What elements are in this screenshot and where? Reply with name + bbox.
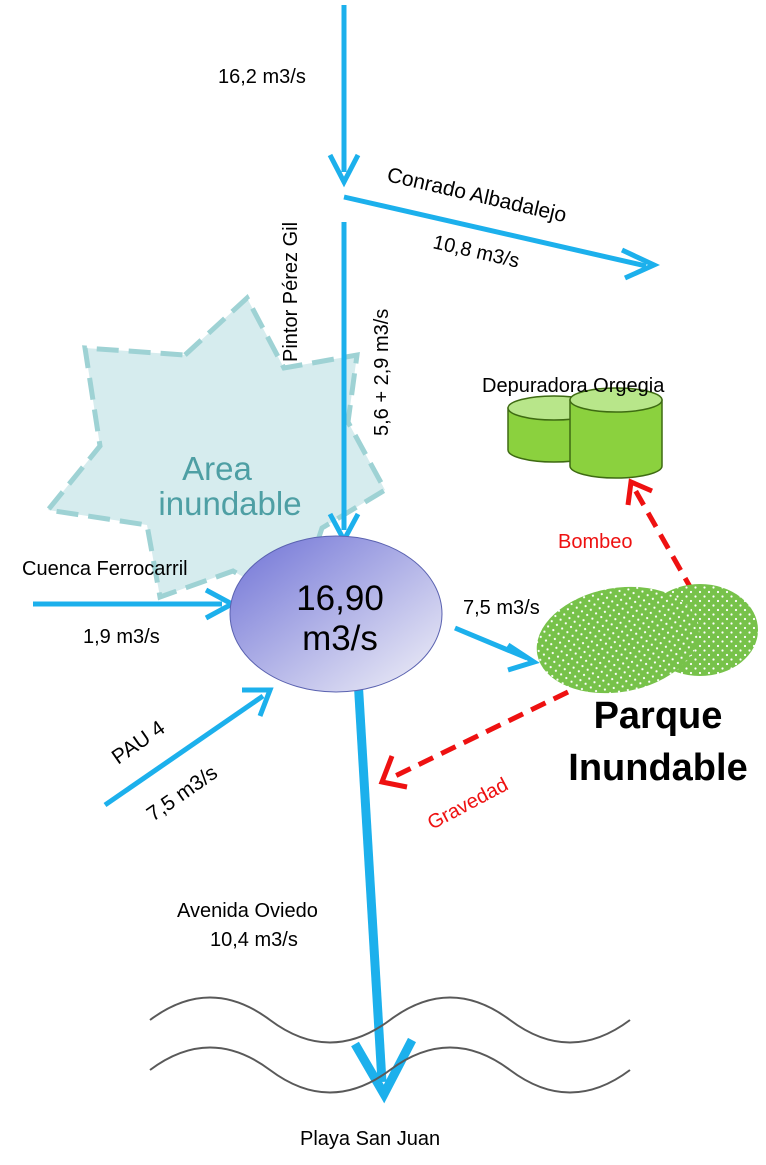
flood-area-label-2: inundable: [158, 485, 301, 522]
hub-unit: m3/s: [302, 619, 378, 658]
pau-label: PAU 4: [108, 716, 170, 769]
conrado-street: Conrado Albadalejo: [385, 163, 569, 227]
pintor-street: Pintor Pérez Gil: [280, 222, 302, 362]
conrado-arrow: [343, 194, 647, 269]
cuenca-label: Cuenca Ferrocarril: [22, 558, 188, 580]
inflow-top-flow: 16,2 m3/s: [218, 66, 306, 88]
cuenca-flow: 1,9 m3/s: [83, 626, 160, 648]
to-park-flow: 7,5 m3/s: [463, 597, 540, 619]
beach-waves: [149, 996, 631, 1094]
to-park-arrow: [454, 625, 528, 661]
avenida-arrow: [352, 661, 387, 1083]
pau-arrowhead: [242, 687, 274, 717]
flood-area-star: [43, 293, 389, 611]
bombeo-arrowhead: [625, 478, 653, 506]
avenida-label: Avenida Oviedo: [177, 900, 318, 922]
conrado-arrowhead: [620, 247, 660, 281]
avenida-arrowhead: [351, 1037, 416, 1104]
park-label-2: Inundable: [568, 747, 747, 789]
gravedad-arrow: [387, 689, 570, 782]
flood-area-label-1: Area: [182, 450, 252, 487]
bombeo-label: Bombeo: [558, 531, 633, 553]
park-label-1: Parque: [594, 695, 723, 737]
pintor-flow: 5,6 + 2,9 m3/s: [371, 309, 393, 436]
bombeo-arrow: [631, 486, 696, 594]
gravedad-arrowhead: [378, 755, 408, 790]
collection-hub: [229, 535, 443, 693]
pau-arrow: [103, 693, 265, 808]
conrado-flow: 10,8 m3/s: [431, 231, 522, 272]
depuradora-label: Depuradora Orgegia: [482, 375, 665, 397]
beach-label: Playa San Juan: [300, 1128, 440, 1150]
depuradora-icon: [507, 387, 663, 479]
to-park-arrowhead: [506, 642, 540, 673]
inflow-top-arrowhead: [327, 153, 361, 188]
avenida-flow: 10,4 m3/s: [210, 929, 298, 951]
park-icon: [536, 584, 758, 694]
hub-value: 16,90: [296, 579, 384, 618]
gravedad-label: Gravedad: [424, 774, 512, 835]
